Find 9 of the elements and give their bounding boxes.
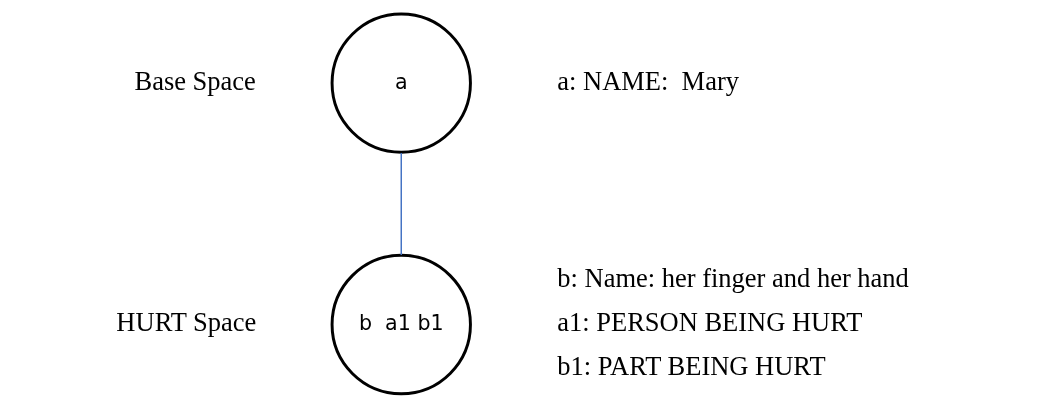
node-circle: b a1 b1 xyxy=(330,253,472,396)
node-label: b: Name: her finger and her hand xyxy=(557,262,909,293)
node-label: a: NAME: Mary xyxy=(557,65,739,96)
node-circle: a xyxy=(330,12,472,154)
node-label: Base Space xyxy=(134,65,256,96)
connector xyxy=(400,152,402,256)
node-label: a1: PERSON BEING HURT xyxy=(557,307,863,338)
node-label: b1: PART BEING HURT xyxy=(557,351,826,382)
node-label: HURT Space xyxy=(116,307,257,338)
